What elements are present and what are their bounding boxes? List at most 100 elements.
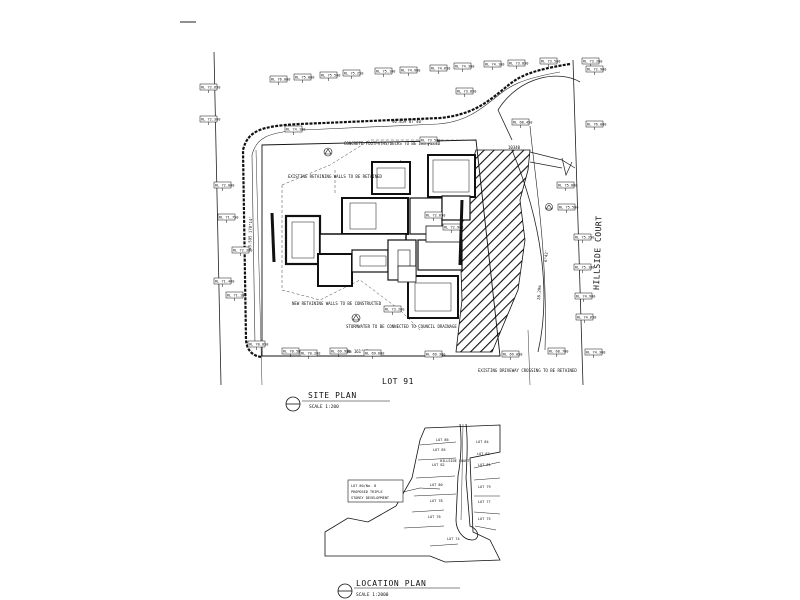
- rl-tag: RL 73.850: [455, 87, 476, 97]
- svg-text:RL 76.000: RL 76.000: [271, 78, 290, 82]
- rl-tag: RL 74.300: [453, 62, 474, 72]
- svg-text:RL 75.800: RL 75.800: [295, 76, 314, 80]
- svg-text:RL 72.000: RL 72.000: [215, 184, 234, 188]
- rl-tag: RL 69.300: [424, 350, 445, 360]
- subject-note: LOT 80/No. 8 PROPOSED TRIPLE STOREY DEVE…: [347, 479, 441, 503]
- rl-tag: RL 75.500: [319, 71, 340, 81]
- rl-tag: RL 72.300: [199, 115, 220, 125]
- rl-tag: RL 74.300: [584, 348, 605, 358]
- rl-tag: RL 76.000: [585, 120, 606, 130]
- site-plan: CONCRETE FOOTPATHS/DECKS TO BE INSTALLED…: [199, 51, 606, 412]
- dimension-left: 43.595 178°14': [247, 216, 253, 250]
- driveway-crossing: [529, 151, 576, 177]
- svg-text:RL 70.200: RL 70.200: [301, 352, 320, 356]
- location-road: [455, 423, 479, 541]
- svg-text:EXISTING DRIVEWAY CROSSING TO: EXISTING DRIVEWAY CROSSING TO BE RETAINE…: [478, 368, 577, 373]
- svg-text:RL 75.250: RL 75.250: [344, 72, 363, 76]
- svg-text:RL 75.500: RL 75.500: [321, 74, 340, 78]
- svg-text:LOT 85: LOT 85: [433, 448, 446, 452]
- rl-tags: RL 76.000 RL 75.800 RL 75.500 RL 75.250 RL 7…: [199, 57, 606, 360]
- rl-tag: RL 74.100: [483, 60, 504, 70]
- svg-text:RL 72.900: RL 72.900: [444, 226, 463, 230]
- svg-text:LOT 80/No. 8: LOT 80/No. 8: [351, 484, 376, 488]
- svg-text:RL 75.250: RL 75.250: [575, 236, 594, 240]
- rl-tag: RL 75.100: [573, 263, 594, 273]
- svg-text:EXISTING RETAINING WALLS TO BE: EXISTING RETAINING WALLS TO BE RETAINED: [288, 174, 383, 179]
- svg-text:RL 68.700: RL 68.700: [549, 350, 568, 354]
- rl-tag: RL 72.300: [231, 246, 252, 256]
- svg-text:LOT 82: LOT 82: [432, 463, 445, 467]
- rl-tag: RL 73.850: [507, 59, 528, 69]
- site-plan-title: SITE PLAN: [308, 391, 357, 400]
- site-plan-scale: SCALE 1:200: [309, 404, 339, 410]
- svg-text:RL 73.200: RL 73.200: [385, 308, 404, 312]
- svg-text:RL 74.100: RL 74.100: [286, 128, 305, 132]
- rl-tag: RL 68.700: [547, 347, 568, 357]
- svg-text:RL 72.650: RL 72.650: [201, 86, 220, 90]
- svg-text:CONCRETE FOOTPATHS/DECKS TO BE: CONCRETE FOOTPATHS/DECKS TO BE INSTALLED: [344, 141, 441, 146]
- rl-tag: RL 75.250: [342, 69, 363, 79]
- rl-tag: RL 75.500: [557, 203, 578, 213]
- svg-text:LOT 81: LOT 81: [478, 463, 491, 467]
- svg-text:RL 74.900: RL 74.900: [401, 69, 420, 73]
- svg-text:RL 72.900: RL 72.900: [587, 68, 606, 72]
- rl-tag: RL 75.800: [293, 73, 314, 83]
- svg-text:RL 73.200: RL 73.200: [583, 60, 602, 64]
- rl-tag: RL 72.900: [442, 223, 463, 233]
- driveway-curve-2: [529, 125, 546, 351]
- rl-tag: RL 73.200: [581, 57, 602, 67]
- svg-text:RL 71.100: RL 71.100: [227, 294, 246, 298]
- svg-text:RL 75.500: RL 75.500: [559, 206, 578, 210]
- svg-text:RL 74.100: RL 74.100: [485, 63, 504, 67]
- svg-text:RL 75.100: RL 75.100: [376, 70, 395, 74]
- rl-tag: RL 74.650: [575, 313, 596, 323]
- site-plan-title-block: SITE PLAN SCALE 1:200: [285, 391, 390, 412]
- rl-tag: RL 68.450: [511, 118, 532, 128]
- dimension-top: 40.859 87°40': [392, 119, 423, 124]
- svg-text:NEW RETAINING WALLS TO BE CONS: NEW RETAINING WALLS TO BE CONSTRUCTED: [292, 301, 382, 306]
- rl-tag: RL 73.500: [539, 57, 560, 67]
- svg-text:LOT 77: LOT 77: [478, 500, 491, 504]
- location-plan: HILLSIDE COURT LOT 86 LOT 84 LOT 85 LOT …: [324, 423, 501, 599]
- location-road-inner: [460, 423, 464, 521]
- svg-text:RL 71.400: RL 71.400: [215, 280, 234, 284]
- svg-text:STOREY DEVELOPMENT: STOREY DEVELOPMENT: [351, 496, 390, 500]
- rl-tag: RL 70.500: [281, 347, 302, 357]
- rl-tag: RL 75.800: [556, 181, 577, 191]
- street-label: HILLSIDE COURT: [592, 215, 604, 290]
- lot-lines: [403, 441, 501, 547]
- rl-tag: RL 71.400: [213, 277, 234, 287]
- svg-text:LOT 76: LOT 76: [428, 515, 441, 519]
- dimension-bottom: 15.78m 161°47': [337, 349, 371, 354]
- svg-text:RL 72.300: RL 72.300: [201, 118, 220, 122]
- building-footprint: [284, 154, 476, 319]
- svg-text:RL 69.950: RL 69.950: [331, 350, 350, 354]
- svg-text:RL 69.050: RL 69.050: [503, 353, 522, 357]
- rl-tag: RL 72.650: [199, 83, 220, 93]
- right-width: 28.29m: [536, 285, 542, 300]
- location-lot-labels: LOT 86 LOT 84 LOT 85 LOT 83 LOT 82 LOT 8…: [428, 438, 491, 541]
- svg-text:RL 74.300: RL 74.300: [586, 351, 605, 355]
- lot-91-label: LOT 91: [382, 377, 414, 386]
- svg-text:LOT 78: LOT 78: [430, 499, 443, 503]
- svg-text:RL 70.850: RL 70.850: [249, 343, 268, 347]
- rl-tag: RL 72.900: [585, 65, 606, 75]
- svg-text:LOT 84: LOT 84: [476, 440, 489, 444]
- dimension-right: 6°42': [543, 250, 549, 262]
- svg-text:RL 74.650: RL 74.650: [431, 67, 450, 71]
- svg-text:RL 76.000: RL 76.000: [587, 123, 606, 127]
- svg-text:RL 72.300: RL 72.300: [233, 249, 252, 253]
- rl-tag: RL 69.600: [363, 349, 384, 359]
- svg-text:RL 73.850: RL 73.850: [457, 90, 476, 94]
- rl-tag: RL 71.750: [217, 213, 238, 223]
- rl-tag: RL 70.200: [299, 349, 320, 359]
- svg-text:RL 73.500: RL 73.500: [541, 60, 560, 64]
- svg-text:LOT 75: LOT 75: [478, 517, 491, 521]
- rl-tag: RL 71.100: [225, 291, 246, 301]
- svg-text:RL 75.100: RL 75.100: [575, 266, 594, 270]
- rl-tag: RL 70.850: [247, 340, 268, 350]
- svg-text:LOT 80: LOT 80: [430, 483, 443, 487]
- svg-text:RL 70.500: RL 70.500: [283, 350, 302, 354]
- rl-tag: RL 73.200: [383, 305, 404, 315]
